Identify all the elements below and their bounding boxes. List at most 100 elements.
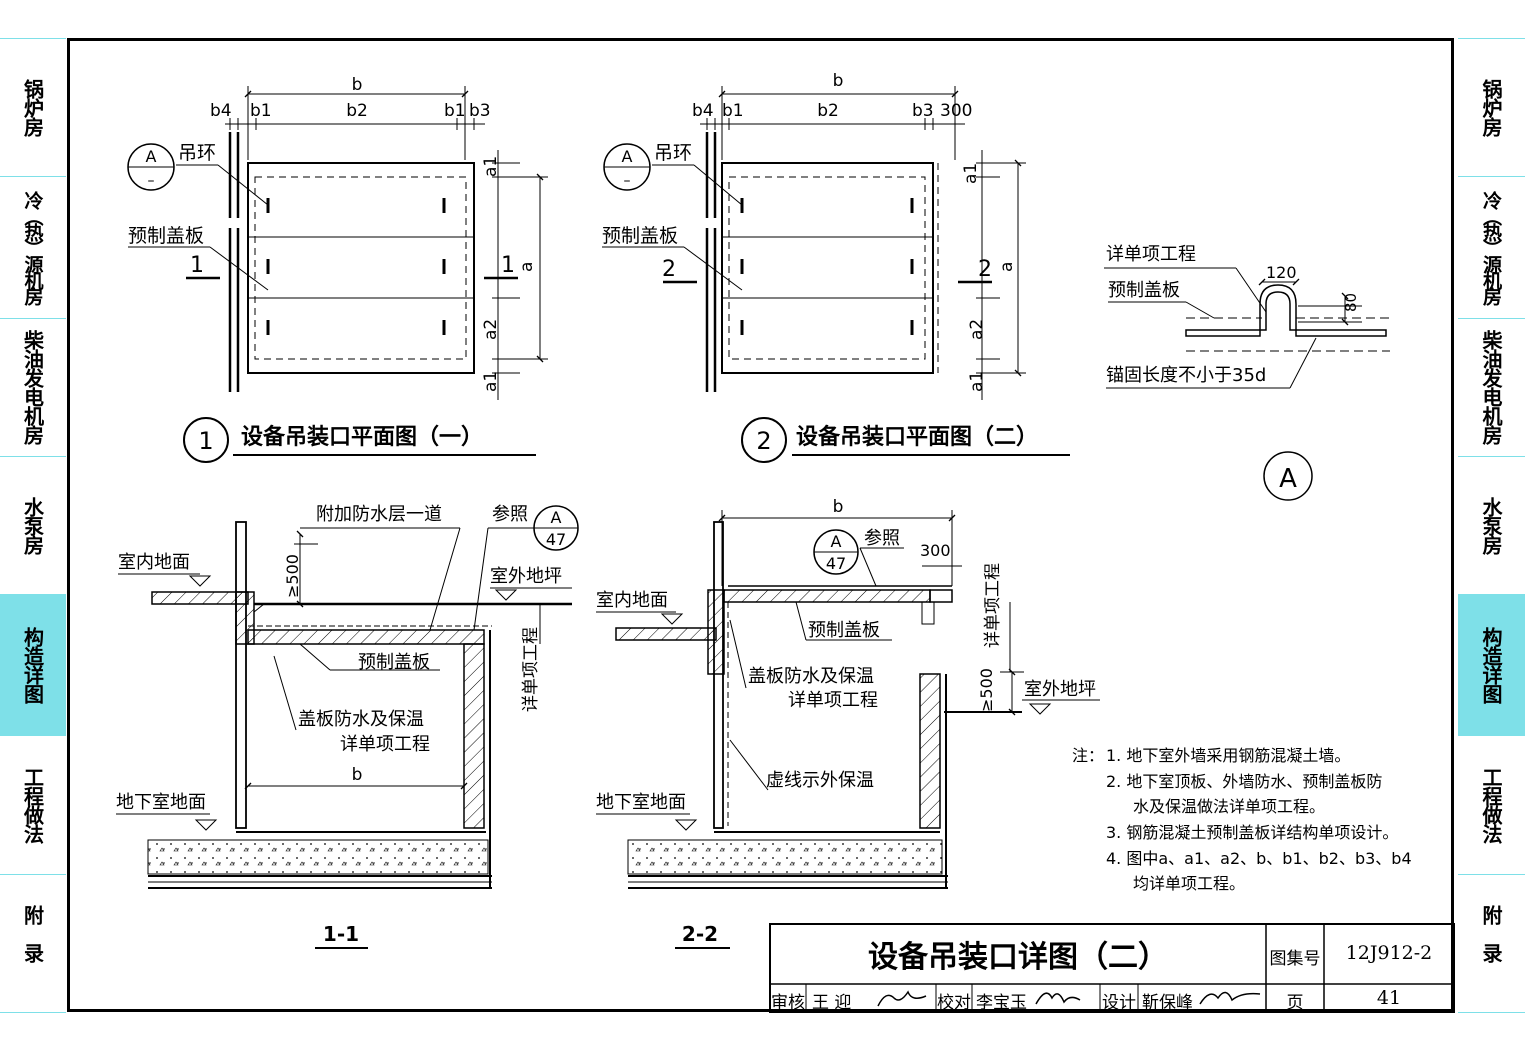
side-tab-chiller-right[interactable]: 冷（热）源机房 bbox=[1480, 191, 1502, 303]
svg-text:b: b bbox=[352, 75, 363, 95]
svg-text:b2: b2 bbox=[346, 101, 368, 121]
svg-text:–: – bbox=[624, 173, 631, 189]
svg-text:b: b bbox=[833, 71, 844, 91]
side-tab-appendix-right[interactable]: 附录 bbox=[1479, 905, 1503, 981]
section-1-labels: 室内地面 附加防水层一道 参照 A 47 ≥500 室外地坪 详单项工程 预制盖… bbox=[116, 504, 566, 946]
svg-text:300: 300 bbox=[940, 101, 972, 121]
svg-text:地下室地面: 地下室地面 bbox=[116, 792, 206, 813]
svg-text:47: 47 bbox=[546, 530, 566, 549]
svg-text:b1: b1 bbox=[250, 101, 272, 121]
svg-text:a1: a1 bbox=[481, 371, 501, 392]
side-tab-boiler-left[interactable]: 锅炉房 bbox=[20, 78, 45, 136]
svg-text:120: 120 bbox=[1266, 263, 1297, 282]
design-label: 设计 bbox=[1102, 993, 1136, 1013]
svg-text:室内地面: 室内地面 bbox=[118, 552, 190, 573]
svg-text:a: a bbox=[997, 262, 1017, 272]
svg-text:A: A bbox=[1279, 464, 1297, 494]
svg-text:地下室地面: 地下室地面 bbox=[596, 792, 686, 813]
svg-text:1-1: 1-1 bbox=[323, 922, 359, 946]
check-label: 校对 bbox=[937, 993, 971, 1013]
svg-text:详单项工程: 详单项工程 bbox=[983, 563, 1003, 648]
svg-text:2: 2 bbox=[756, 427, 771, 455]
svg-text:水及保温做法详单项工程。: 水及保温做法详单项工程。 bbox=[1133, 797, 1325, 816]
svg-text:设备吊装口平面图（二）: 设备吊装口平面图（二） bbox=[796, 424, 1038, 450]
svg-text:吊环: 吊环 bbox=[178, 142, 216, 164]
side-tab-pump-left[interactable]: 水泵房 bbox=[20, 496, 45, 554]
svg-text:A: A bbox=[831, 532, 842, 551]
svg-text:a1: a1 bbox=[961, 163, 981, 184]
side-tab-method-right[interactable]: 工程做法 bbox=[1479, 767, 1503, 843]
detail-a bbox=[1104, 267, 1390, 501]
side-tab-diesel-left[interactable]: 柴油发电机房 bbox=[20, 330, 45, 444]
svg-text:b1: b1 bbox=[722, 101, 744, 121]
svg-text:2: 2 bbox=[662, 257, 676, 282]
svg-text:80: 80 bbox=[1342, 293, 1360, 312]
svg-text:详单项工程: 详单项工程 bbox=[1106, 244, 1196, 265]
page-label: 页 bbox=[1286, 993, 1304, 1013]
svg-text:1: 1 bbox=[501, 253, 515, 278]
reviewer-name: 王 迎 bbox=[812, 993, 852, 1013]
svg-text:虚线示外保温: 虚线示外保温 bbox=[766, 770, 874, 791]
svg-text:b3: b3 bbox=[912, 101, 934, 121]
svg-text:a2: a2 bbox=[481, 319, 501, 340]
svg-text:b3: b3 bbox=[469, 101, 491, 121]
svg-text:附加防水层一道: 附加防水层一道 bbox=[316, 504, 442, 525]
side-tab-method-left[interactable]: 工程做法 bbox=[20, 767, 45, 843]
plan-1-labels: b b4 b1 b2 b1 b3 a1 a a2 a1 吊环 预制盖板 A – … bbox=[128, 75, 537, 455]
review-label: 审核 bbox=[771, 993, 805, 1013]
detail-a-labels: 详单项工程 预制盖板 120 80 锚固长度不小于35d A bbox=[1106, 244, 1360, 494]
svg-text:预制盖板: 预制盖板 bbox=[128, 225, 204, 247]
section-2-labels: b A 47 参照 300 详单项工程 室内地面 预制盖板 盖板防水及保温 详单… bbox=[596, 497, 1096, 946]
svg-text:b1: b1 bbox=[444, 101, 466, 121]
svg-text:1: 1 bbox=[198, 427, 213, 455]
svg-text:详单项工程: 详单项工程 bbox=[340, 734, 430, 755]
atlas-number: 12J912-2 bbox=[1345, 942, 1433, 964]
svg-text:b2: b2 bbox=[817, 101, 839, 121]
svg-text:b: b bbox=[352, 765, 363, 785]
svg-text:预制盖板: 预制盖板 bbox=[1108, 280, 1180, 301]
side-tab-appendix-left[interactable]: 附录 bbox=[20, 905, 45, 981]
svg-text:详单项工程: 详单项工程 bbox=[788, 690, 878, 711]
svg-text:a1: a1 bbox=[481, 156, 501, 177]
svg-text:A: A bbox=[622, 147, 633, 166]
svg-text:2-2: 2-2 bbox=[682, 922, 718, 946]
svg-text:A: A bbox=[146, 147, 157, 166]
svg-text:47: 47 bbox=[826, 554, 846, 573]
plan-1 bbox=[127, 86, 548, 463]
svg-text:–: – bbox=[148, 173, 155, 189]
svg-text:b4: b4 bbox=[210, 101, 232, 121]
side-tab-pump-right[interactable]: 水泵房 bbox=[1479, 496, 1503, 554]
svg-text:盖板防水及保温: 盖板防水及保温 bbox=[298, 709, 424, 730]
svg-text:室外地坪: 室外地坪 bbox=[1024, 679, 1096, 700]
svg-text:b4: b4 bbox=[692, 101, 714, 121]
svg-text:300: 300 bbox=[920, 541, 951, 560]
svg-text:b: b bbox=[833, 497, 844, 517]
atlas-label: 图集号 bbox=[1269, 949, 1321, 969]
svg-text:设备吊装口平面图（一）: 设备吊装口平面图（一） bbox=[241, 424, 483, 450]
title-block bbox=[769, 923, 1455, 1013]
svg-text:≥500: ≥500 bbox=[283, 554, 302, 598]
svg-text:2. 地下室顶板、外墙防水、预制盖板防: 2. 地下室顶板、外墙防水、预制盖板防 bbox=[1106, 772, 1382, 791]
side-tab-diesel-right[interactable]: 柴油发电机房 bbox=[1479, 330, 1503, 444]
notes: 注： 1. 地下室外墙采用钢筋混凝土墙。 2. 地下室顶板、外墙防水、预制盖板防… bbox=[1072, 746, 1412, 893]
plan-2-labels: b b4 b1 b2 b3 300 a1 a a2 a1 吊环 预制盖板 A –… bbox=[602, 71, 1038, 455]
svg-text:室外地坪: 室外地坪 bbox=[490, 566, 562, 587]
svg-text:a1: a1 bbox=[967, 371, 987, 392]
checker-name: 李宝玉 bbox=[976, 993, 1027, 1013]
svg-text:1. 地下室外墙采用钢筋混凝土墙。: 1. 地下室外墙采用钢筋混凝土墙。 bbox=[1106, 746, 1350, 765]
svg-text:盖板防水及保温: 盖板防水及保温 bbox=[748, 666, 874, 687]
side-tab-detail-left[interactable]: 构造详图 bbox=[0, 594, 66, 736]
svg-text:参照: 参照 bbox=[492, 504, 528, 525]
section-1 bbox=[116, 505, 579, 949]
svg-text:注：: 注： bbox=[1072, 746, 1104, 765]
section-2 bbox=[596, 510, 1100, 949]
side-tab-chiller-left[interactable]: 冷（热）源机房 bbox=[21, 191, 44, 303]
svg-text:1: 1 bbox=[190, 253, 204, 278]
svg-text:a: a bbox=[517, 262, 537, 272]
side-tab-detail-right[interactable]: 构造详图 bbox=[1458, 594, 1525, 736]
svg-text:参照: 参照 bbox=[864, 528, 900, 549]
svg-text:详单项工程: 详单项工程 bbox=[521, 627, 541, 712]
side-tab-boiler-right[interactable]: 锅炉房 bbox=[1479, 78, 1503, 136]
svg-text:预制盖板: 预制盖板 bbox=[602, 225, 678, 247]
